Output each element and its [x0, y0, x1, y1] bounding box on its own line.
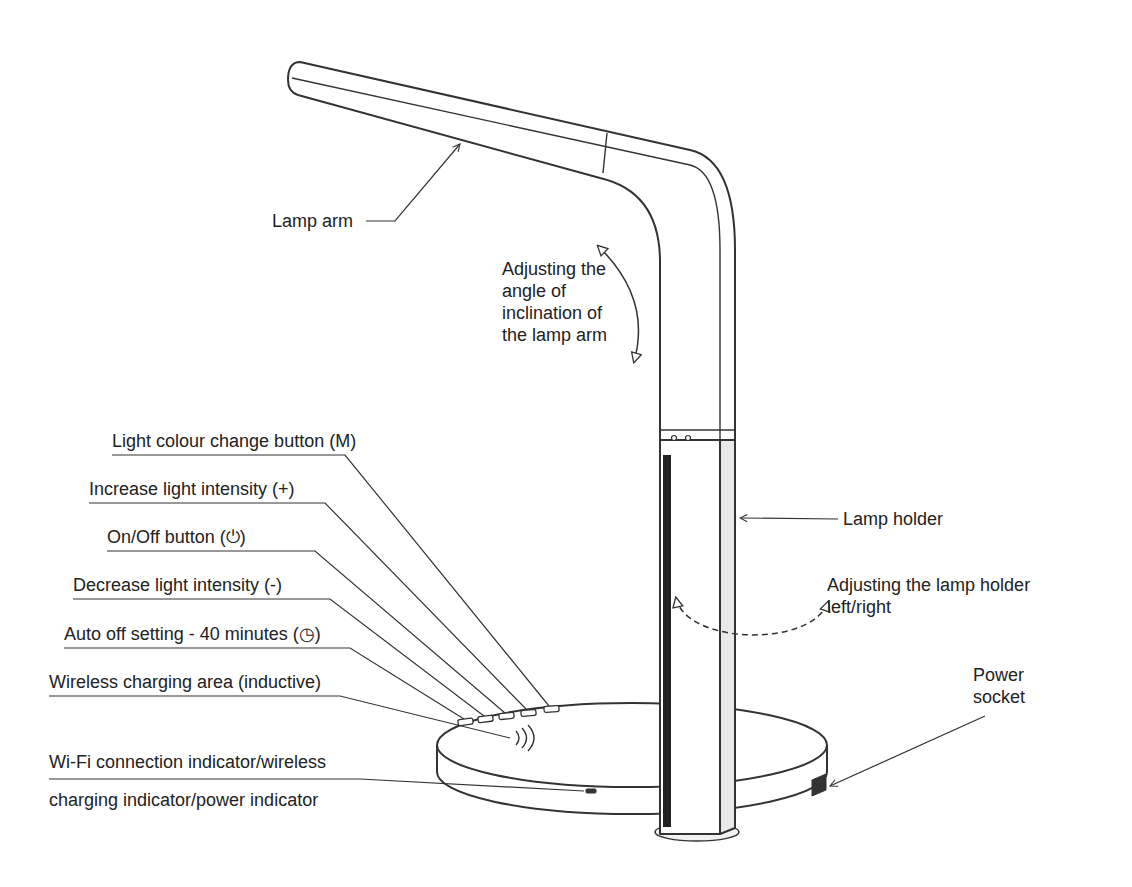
button: [478, 715, 494, 723]
leader-line: [830, 716, 985, 786]
lamp-arm: [288, 62, 735, 440]
part-label: Decrease light intensity (-): [73, 574, 282, 596]
part-label: Light colour change button (M): [112, 430, 356, 452]
screw: [686, 436, 691, 441]
lamp-holder-side: [720, 440, 735, 834]
part-label: Wi-Fi connection indicator/wireless char…: [49, 743, 384, 819]
part-label: Auto off setting - 40 minutes (◷): [64, 623, 321, 645]
power-socket: [812, 774, 826, 796]
neck-joint: [660, 429, 735, 430]
part-label: Wireless charging area (inductive): [49, 671, 321, 693]
rotate-arrow: [676, 598, 828, 635]
part-label: On/Off button (⏻): [107, 526, 246, 548]
arm-joint: [603, 133, 607, 173]
leader-line: [366, 144, 460, 221]
part-label: Adjusting the lamp holder left/right: [827, 574, 1042, 618]
part-label: Increase light intensity (+): [89, 478, 295, 500]
base-top: [437, 703, 827, 787]
indicator: [586, 789, 596, 793]
leader-line: [73, 599, 484, 716]
arm-edge: [292, 78, 720, 440]
button: [458, 718, 474, 726]
button: [544, 705, 559, 712]
part-label: Lamp holder: [843, 508, 943, 530]
leader-line: [49, 696, 510, 738]
lamp-holder: [660, 440, 720, 834]
leader-line: [740, 518, 838, 519]
wireless-symbol: [516, 725, 534, 751]
part-label: Adjusting the angle of inclination of th…: [502, 258, 627, 346]
part-label: Power socket: [973, 664, 1043, 708]
leader-lines: [49, 144, 985, 791]
part-label: Lamp arm: [272, 210, 353, 232]
leader-line: [49, 779, 584, 791]
screw: [672, 436, 677, 441]
holder-strip: [663, 455, 671, 827]
button: [499, 712, 515, 720]
button: [521, 709, 536, 716]
